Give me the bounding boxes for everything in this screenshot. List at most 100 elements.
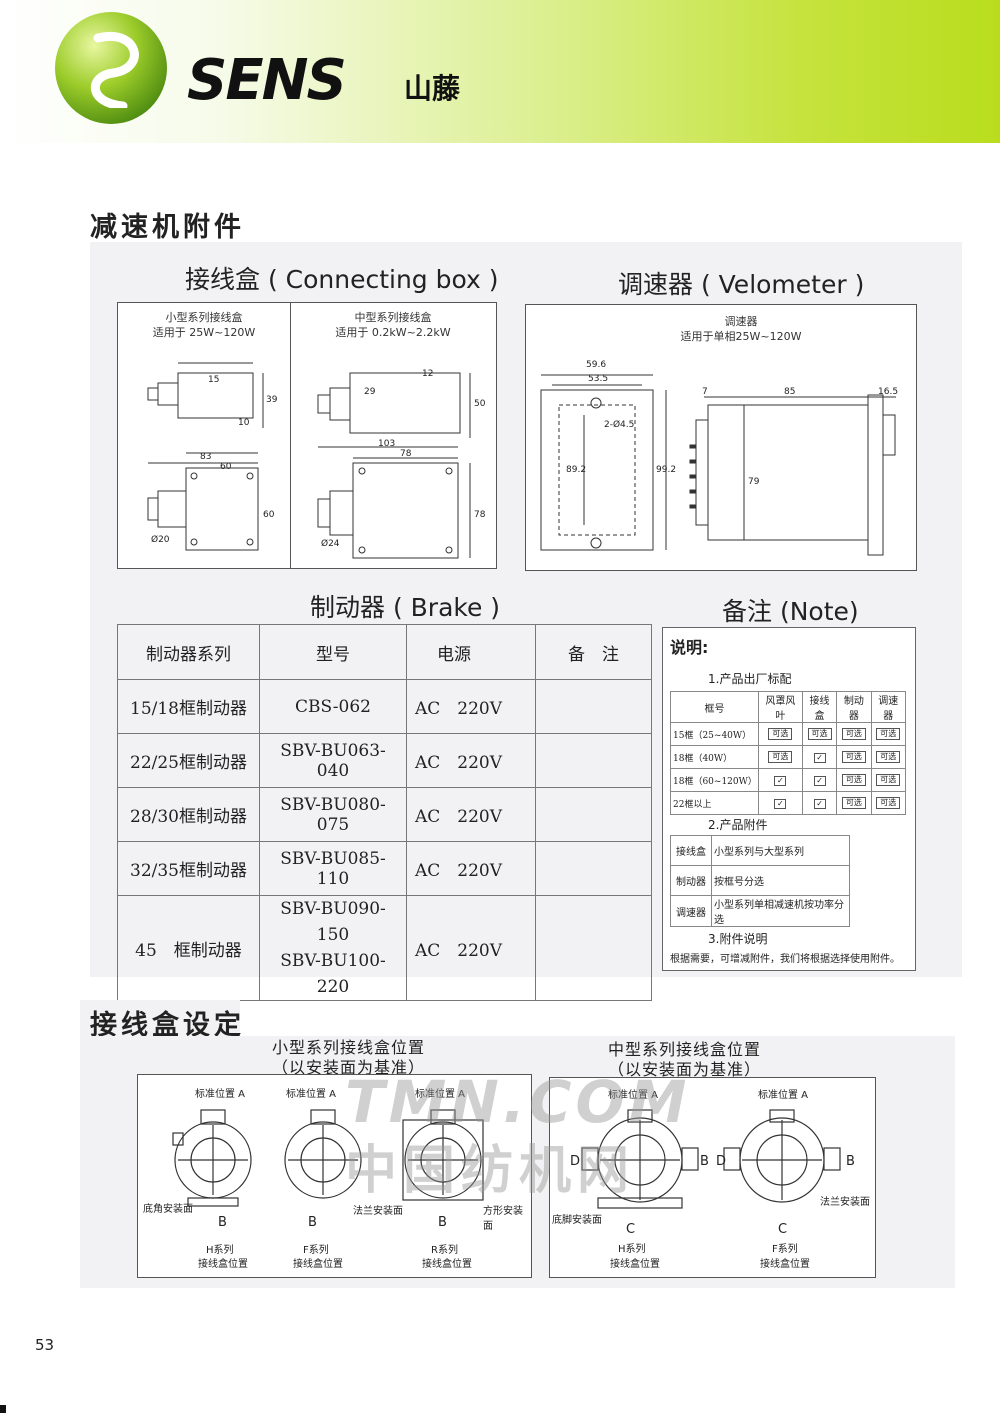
setting-title-bg [80, 1000, 240, 1036]
brake-power: AC 220V [406, 895, 536, 1001]
brake-row: 22/25框制动器 SBV-BU063-040 AC 220V [117, 733, 652, 788]
standard-config-table: 框号 风罩风叶 接线盒 制动器 调速器 15框（25~40W） 可选 可选 可选… [670, 691, 907, 815]
brake-note [535, 679, 652, 734]
acc-name: 调速器 [670, 895, 712, 927]
note-section-3-text: 根据需要，可增减附件，我们将根据选择使用附件。 [670, 954, 900, 965]
watermark-line1: TMN.COM [345, 1068, 691, 1136]
note-title: 备注 (Note) [722, 597, 859, 626]
velometer-range: 适用于单相25W~120W [680, 330, 802, 343]
brake-series: 45 框制动器 [117, 895, 260, 1001]
frame-cell: 18框（40W） [670, 745, 759, 769]
brake-model: SBV-BU080-075 [259, 787, 407, 842]
mount-label: 方形安装面 [483, 1206, 523, 1232]
pos-d-label: D [570, 1154, 581, 1169]
acc-name: 接线盒 [670, 835, 712, 866]
option-tag: 可选 [876, 751, 901, 763]
brake-note [535, 895, 652, 1001]
velometer-title: 调速器 ( Velometer ) [618, 270, 865, 299]
pos-b-label: B [846, 1154, 855, 1169]
brake-power: AC 220V [406, 733, 536, 788]
brake-note [535, 841, 652, 896]
mount-label: 底脚安装面 [552, 1215, 602, 1226]
dim-medium-dia: Ø24 [321, 539, 340, 549]
small-position-drawing: 标准位置 A 标准位置 A 标准位置 A 底角安装面 法兰安装面 方形安装面 B… [137, 1074, 532, 1278]
connecting-box-sketch [147, 362, 471, 559]
brake-table: 制动器系列 型号 电源 备 注 15/18框制动器 CBS-062 AC 220… [117, 624, 652, 1001]
acc-desc: 小型系列单相减速机按功率分选 [711, 895, 850, 927]
acc-desc: 小型系列与大型系列 [711, 835, 850, 866]
dim-medium-12: 12 [422, 369, 434, 379]
th-velo: 调速器 [870, 691, 907, 723]
option-tag: 可选 [807, 728, 832, 740]
check-icon: ✓ [774, 775, 787, 786]
check-icon: ✓ [774, 798, 787, 809]
brake-row: 32/35框制动器 SBV-BU085-110 AC 220V [117, 841, 652, 896]
velometer-sketch [540, 374, 896, 556]
acc-name: 制动器 [670, 865, 712, 896]
dim-small-15: 15 [208, 375, 220, 385]
series-label: H系列 [618, 1244, 646, 1255]
dim-velo-79: 79 [748, 477, 760, 487]
brake-col-model: 型号 [259, 624, 407, 680]
brand-cn: 山藤 [404, 72, 461, 105]
small-box-label: 小型系列接线盒 [165, 311, 243, 324]
acc-desc: 按框号分选 [711, 865, 850, 896]
series-label: F系列 [772, 1244, 798, 1255]
dim-medium-103: 103 [378, 439, 396, 449]
option-tag: 可选 [841, 774, 866, 786]
brake-note [535, 787, 652, 842]
dim-small-60a: 60 [220, 462, 232, 472]
dim-medium-29: 29 [364, 387, 376, 397]
mount-label: 法兰安装面 [353, 1206, 403, 1217]
pos-c-label: C [778, 1222, 788, 1237]
dim-velo-535: 53.5 [588, 374, 609, 384]
connecting-box-title: 接线盒 ( Connecting box ) [185, 265, 499, 294]
medium-box-label: 中型系列接线盒 [354, 311, 432, 324]
brake-power: AC 220V [406, 841, 536, 896]
note-heading: 说明: [670, 638, 709, 657]
dim-medium-78b: 78 [474, 510, 486, 520]
small-motor-sketch [172, 1109, 484, 1207]
series-label: F系列 [303, 1245, 329, 1256]
dim-medium-78a: 78 [400, 449, 412, 459]
mount-label: 法兰安装面 [820, 1197, 870, 1208]
dim-velo-596: 59.6 [586, 360, 607, 370]
option-tag: 可选 [876, 774, 901, 786]
medium-position-title: 中型系列接线盒位置 [608, 1040, 762, 1059]
pos-b-label: B [308, 1215, 317, 1230]
pos-c-label: C [626, 1222, 636, 1237]
std-pos-label: 标准位置 A [608, 1090, 659, 1101]
velometer-drawing: 调速器 适用于单相25W~120W 59.6 53.5 2-Ø4.5 89.2 … [525, 304, 917, 571]
small-box-range: 适用于 25W~120W [152, 326, 256, 339]
connecting-box-drawing: 小型系列接线盒 适用于 25W~120W 中型系列接线盒 适用于 0.2kW~2… [117, 302, 497, 569]
brake-col-series: 制动器系列 [117, 624, 260, 680]
dim-small-39: 39 [266, 395, 278, 405]
mount-label: 底角安装面 [143, 1204, 193, 1215]
dim-velo-992: 99.2 [656, 465, 677, 475]
frame-cell: 18框（60~120W） [670, 768, 759, 792]
th-box: 接线盒 [801, 691, 838, 723]
series-label: R系列 [431, 1245, 458, 1256]
brake-col-note: 备 注 [535, 624, 652, 680]
check-icon: ✓ [813, 775, 826, 786]
dim-velo-892: 89.2 [566, 465, 587, 475]
series-caption: 接线盒位置 [610, 1259, 660, 1270]
note-section-2: 2.产品附件 [708, 818, 768, 832]
note-section-3: 3.附件说明 [708, 932, 768, 946]
pos-b-label: B [438, 1215, 447, 1230]
brake-series: 32/35框制动器 [117, 841, 260, 896]
option-tag: 可选 [768, 728, 793, 740]
dim-velo-hole: 2-Ø4.5 [604, 420, 635, 430]
brake-header-row: 制动器系列 型号 电源 备 注 [117, 624, 652, 680]
std-pos-label: 标准位置 A [758, 1090, 809, 1101]
brake-model-line2: SBV-BU100-220 [280, 951, 386, 997]
brake-series: 28/30框制动器 [117, 787, 260, 842]
th-fan: 风罩风叶 [757, 691, 803, 723]
dim-medium-50: 50 [474, 399, 486, 409]
brake-row: 28/30框制动器 SBV-BU080-075 AC 220V [117, 787, 652, 842]
option-tag: 可选 [876, 728, 901, 740]
std-pos-label: 标准位置 A [195, 1089, 246, 1100]
brake-model: SBV-BU090-150 SBV-BU100-220 [259, 895, 407, 1001]
series-caption: 接线盒位置 [760, 1259, 810, 1270]
page-number: 53 [35, 1336, 55, 1354]
